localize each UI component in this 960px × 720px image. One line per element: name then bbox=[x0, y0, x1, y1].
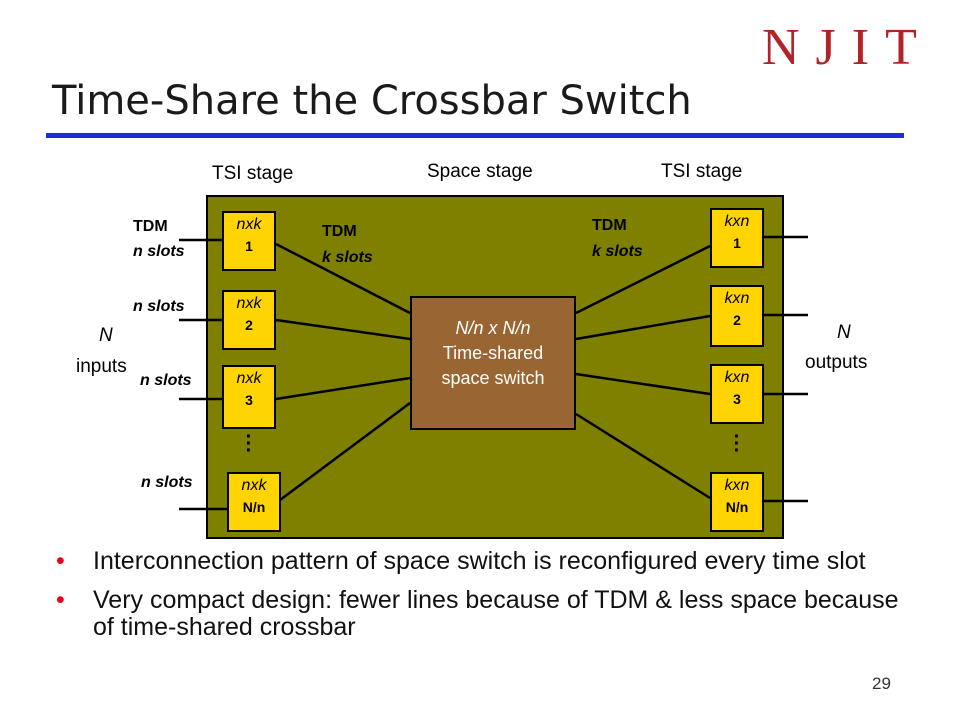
space-switch-size: N/n x N/n bbox=[455, 318, 531, 338]
n-outputs-label: outputs bbox=[805, 352, 868, 373]
stage-label-tsi-left: TSI stage bbox=[212, 163, 294, 184]
title-underline bbox=[46, 133, 904, 138]
bullet-list: Interconnection pattern of space switch … bbox=[56, 548, 916, 653]
tdm-label-left-inner: TDM bbox=[322, 223, 357, 240]
bullet-item: Very compact design: fewer lines because… bbox=[56, 587, 916, 641]
box-index: 2 bbox=[733, 312, 741, 328]
output-tsi-box-3: kxn 3 bbox=[710, 364, 764, 424]
stage-label-space: Space stage bbox=[427, 161, 533, 182]
box-index: N/n bbox=[725, 499, 749, 515]
output-tsi-box-1: kxn 1 bbox=[710, 208, 764, 268]
box-name: nxk bbox=[236, 216, 262, 233]
box-index: 1 bbox=[245, 238, 253, 254]
box-index: N/n bbox=[242, 499, 266, 515]
input-tsi-box-2: nxk 2 bbox=[222, 290, 276, 350]
box-name: kxn bbox=[724, 290, 750, 307]
output-ellipsis: ··· bbox=[733, 426, 741, 462]
bullet-item: Interconnection pattern of space switch … bbox=[56, 548, 916, 576]
k-slots-label-left: k slots bbox=[322, 249, 373, 266]
input-tsi-box-3: nxk 3 bbox=[222, 365, 276, 429]
input-tsi-box-1: nxk 1 bbox=[222, 211, 276, 271]
box-name: nxk bbox=[236, 370, 262, 387]
tdm-label-left-outer: TDM bbox=[133, 218, 168, 235]
njit-logo: NJIT bbox=[762, 19, 933, 76]
input-ellipsis: ··· bbox=[245, 426, 253, 462]
output-tsi-box-n: kxn N/n bbox=[710, 472, 764, 532]
n-inputs-label: inputs bbox=[76, 356, 127, 377]
space-switch-line2: Time-shared bbox=[442, 343, 544, 364]
box-index: 3 bbox=[245, 392, 253, 408]
n-slots-label-3: n slots bbox=[140, 372, 192, 389]
n-inputs-n: N bbox=[99, 325, 113, 346]
box-name: kxn bbox=[724, 369, 750, 386]
box-name: kxn bbox=[724, 477, 750, 494]
slide-title: Time-Share the Crossbar Switch bbox=[52, 78, 692, 124]
space-switch-line3: space switch bbox=[441, 368, 545, 389]
box-index: 2 bbox=[245, 317, 253, 333]
input-tsi-box-n: nxk N/n bbox=[227, 472, 281, 532]
n-slots-label-2: n slots bbox=[133, 298, 185, 315]
k-slots-label-right: k slots bbox=[592, 243, 643, 260]
box-index: 3 bbox=[733, 391, 741, 407]
space-switch-box: N/n x N/n Time-shared space switch bbox=[410, 296, 576, 430]
stage-label-tsi-right: TSI stage bbox=[661, 161, 743, 182]
box-name: kxn bbox=[724, 213, 750, 230]
n-slots-label-1: n slots bbox=[133, 243, 185, 260]
tdm-label-right-inner: TDM bbox=[592, 217, 627, 234]
page-number: 29 bbox=[872, 674, 891, 693]
box-name: nxk bbox=[241, 477, 267, 494]
box-name: nxk bbox=[236, 295, 262, 312]
box-index: 1 bbox=[733, 235, 741, 251]
n-outputs-n: N bbox=[837, 322, 851, 343]
output-tsi-box-2: kxn 2 bbox=[710, 285, 764, 347]
n-slots-label-4: n slots bbox=[141, 474, 193, 491]
